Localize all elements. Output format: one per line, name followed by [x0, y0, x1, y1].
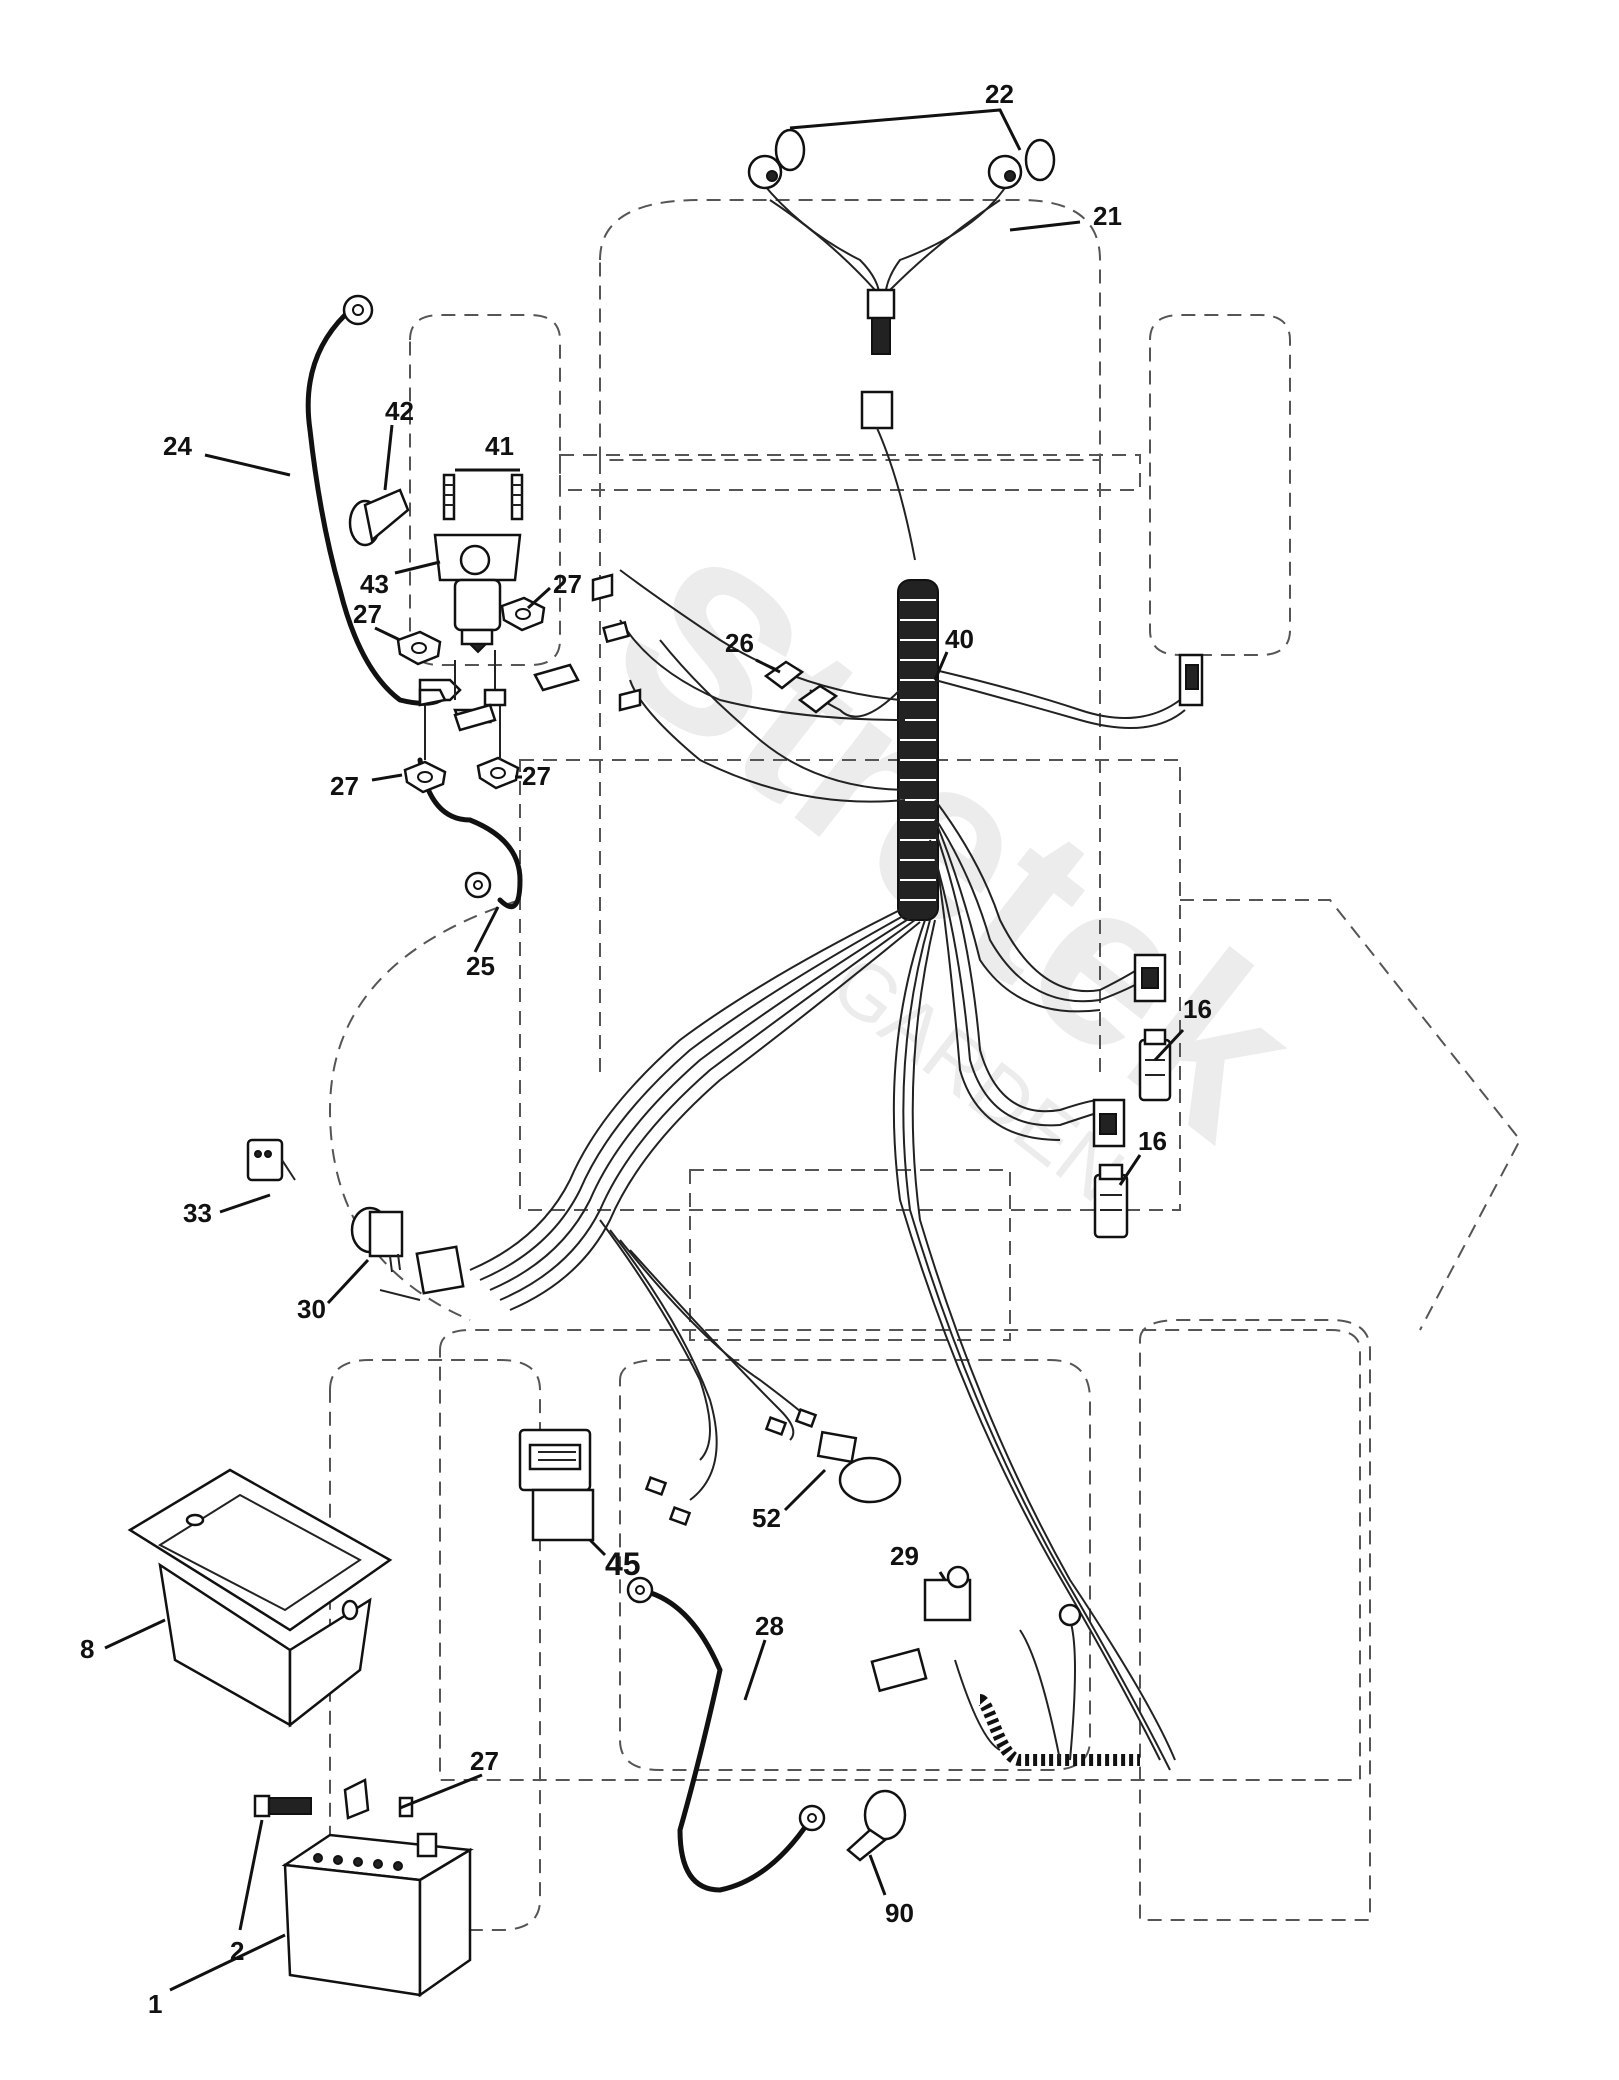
front-left-terminals — [591, 573, 642, 712]
callout-8: 8 — [80, 1634, 94, 1664]
callout-40: 40 — [945, 624, 974, 654]
nut-27-upper-right — [500, 596, 546, 632]
hour-meter-45 — [518, 1428, 595, 1542]
callout-52: 52 — [752, 1503, 781, 1533]
headlight-bulb-left — [747, 128, 806, 190]
cable-28 — [626, 1576, 826, 1893]
callout-21: 21 — [1093, 201, 1122, 231]
battery-1 — [281, 1832, 474, 1998]
leader-lines — [104, 108, 1185, 1992]
callout-30: 30 — [297, 1294, 326, 1324]
bolts-41 — [442, 473, 524, 521]
battery-tray-8 — [127, 1468, 393, 1728]
headlight-harness — [759, 179, 1011, 561]
harness-connector-16-upper — [1133, 953, 1167, 1003]
front-right-connector — [1178, 653, 1204, 707]
callout-33: 33 — [183, 1198, 212, 1228]
callout-28: 28 — [755, 1611, 784, 1641]
callout-22: 22 — [985, 79, 1014, 109]
coiled-cable — [954, 1603, 1140, 1766]
nut-27-lower-right — [476, 756, 520, 790]
headlight-connector — [866, 288, 896, 320]
callout-1: 1 — [148, 1989, 162, 2019]
harness-headlight-socket — [860, 390, 894, 430]
solenoid-43 — [433, 533, 522, 654]
wire-terminals-lower — [644, 1408, 818, 1526]
connector-26 — [763, 660, 839, 714]
safety-switch-29 — [870, 1565, 972, 1693]
callout-45: 45 — [605, 1546, 641, 1582]
interlock-switch-16-lower — [1093, 1163, 1129, 1239]
callouts: 22 21 24 42 41 43 27 27 27 27 25 26 40 1… — [80, 79, 1212, 2019]
harness-conduit — [897, 579, 939, 921]
harness-branches — [469, 569, 1186, 1771]
terminal-bolt-2 — [253, 1778, 414, 1820]
callout-16-a: 16 — [1183, 994, 1212, 1024]
nut-27-upper-left — [396, 630, 442, 666]
cable-25 — [417, 708, 523, 910]
terminal-boot-42 — [348, 488, 410, 547]
callout-41: 41 — [485, 431, 514, 461]
callout-27-d: 27 — [522, 761, 551, 791]
solenoid-wiring — [418, 650, 580, 760]
tractor-outline — [328, 199, 1522, 1931]
ignition-switch-30 — [350, 1206, 465, 1301]
ignition-key-33 — [246, 1138, 296, 1182]
callout-2: 2 — [230, 1936, 244, 1966]
callout-16-b: 16 — [1138, 1126, 1167, 1156]
headlight-bulb-right — [987, 138, 1056, 190]
connector-cap-52 — [816, 1430, 902, 1504]
interlock-switch-16-upper — [1138, 1028, 1172, 1102]
callout-27-c: 27 — [330, 771, 359, 801]
callout-27-e: 27 — [470, 1746, 499, 1776]
callout-42: 42 — [385, 396, 414, 426]
callout-26: 26 — [725, 628, 754, 658]
harness-connector-16-lower — [1092, 1098, 1126, 1148]
callout-24: 24 — [163, 431, 192, 461]
callout-29: 29 — [890, 1541, 919, 1571]
callout-25: 25 — [466, 951, 495, 981]
terminal-boot-90 — [846, 1789, 907, 1862]
callout-90: 90 — [885, 1898, 914, 1928]
callout-27-a: 27 — [553, 569, 582, 599]
callout-43: 43 — [360, 569, 389, 599]
headlight-plug — [871, 317, 891, 355]
nut-27-lower-left — [403, 760, 447, 794]
callout-27-b: 27 — [353, 599, 382, 629]
